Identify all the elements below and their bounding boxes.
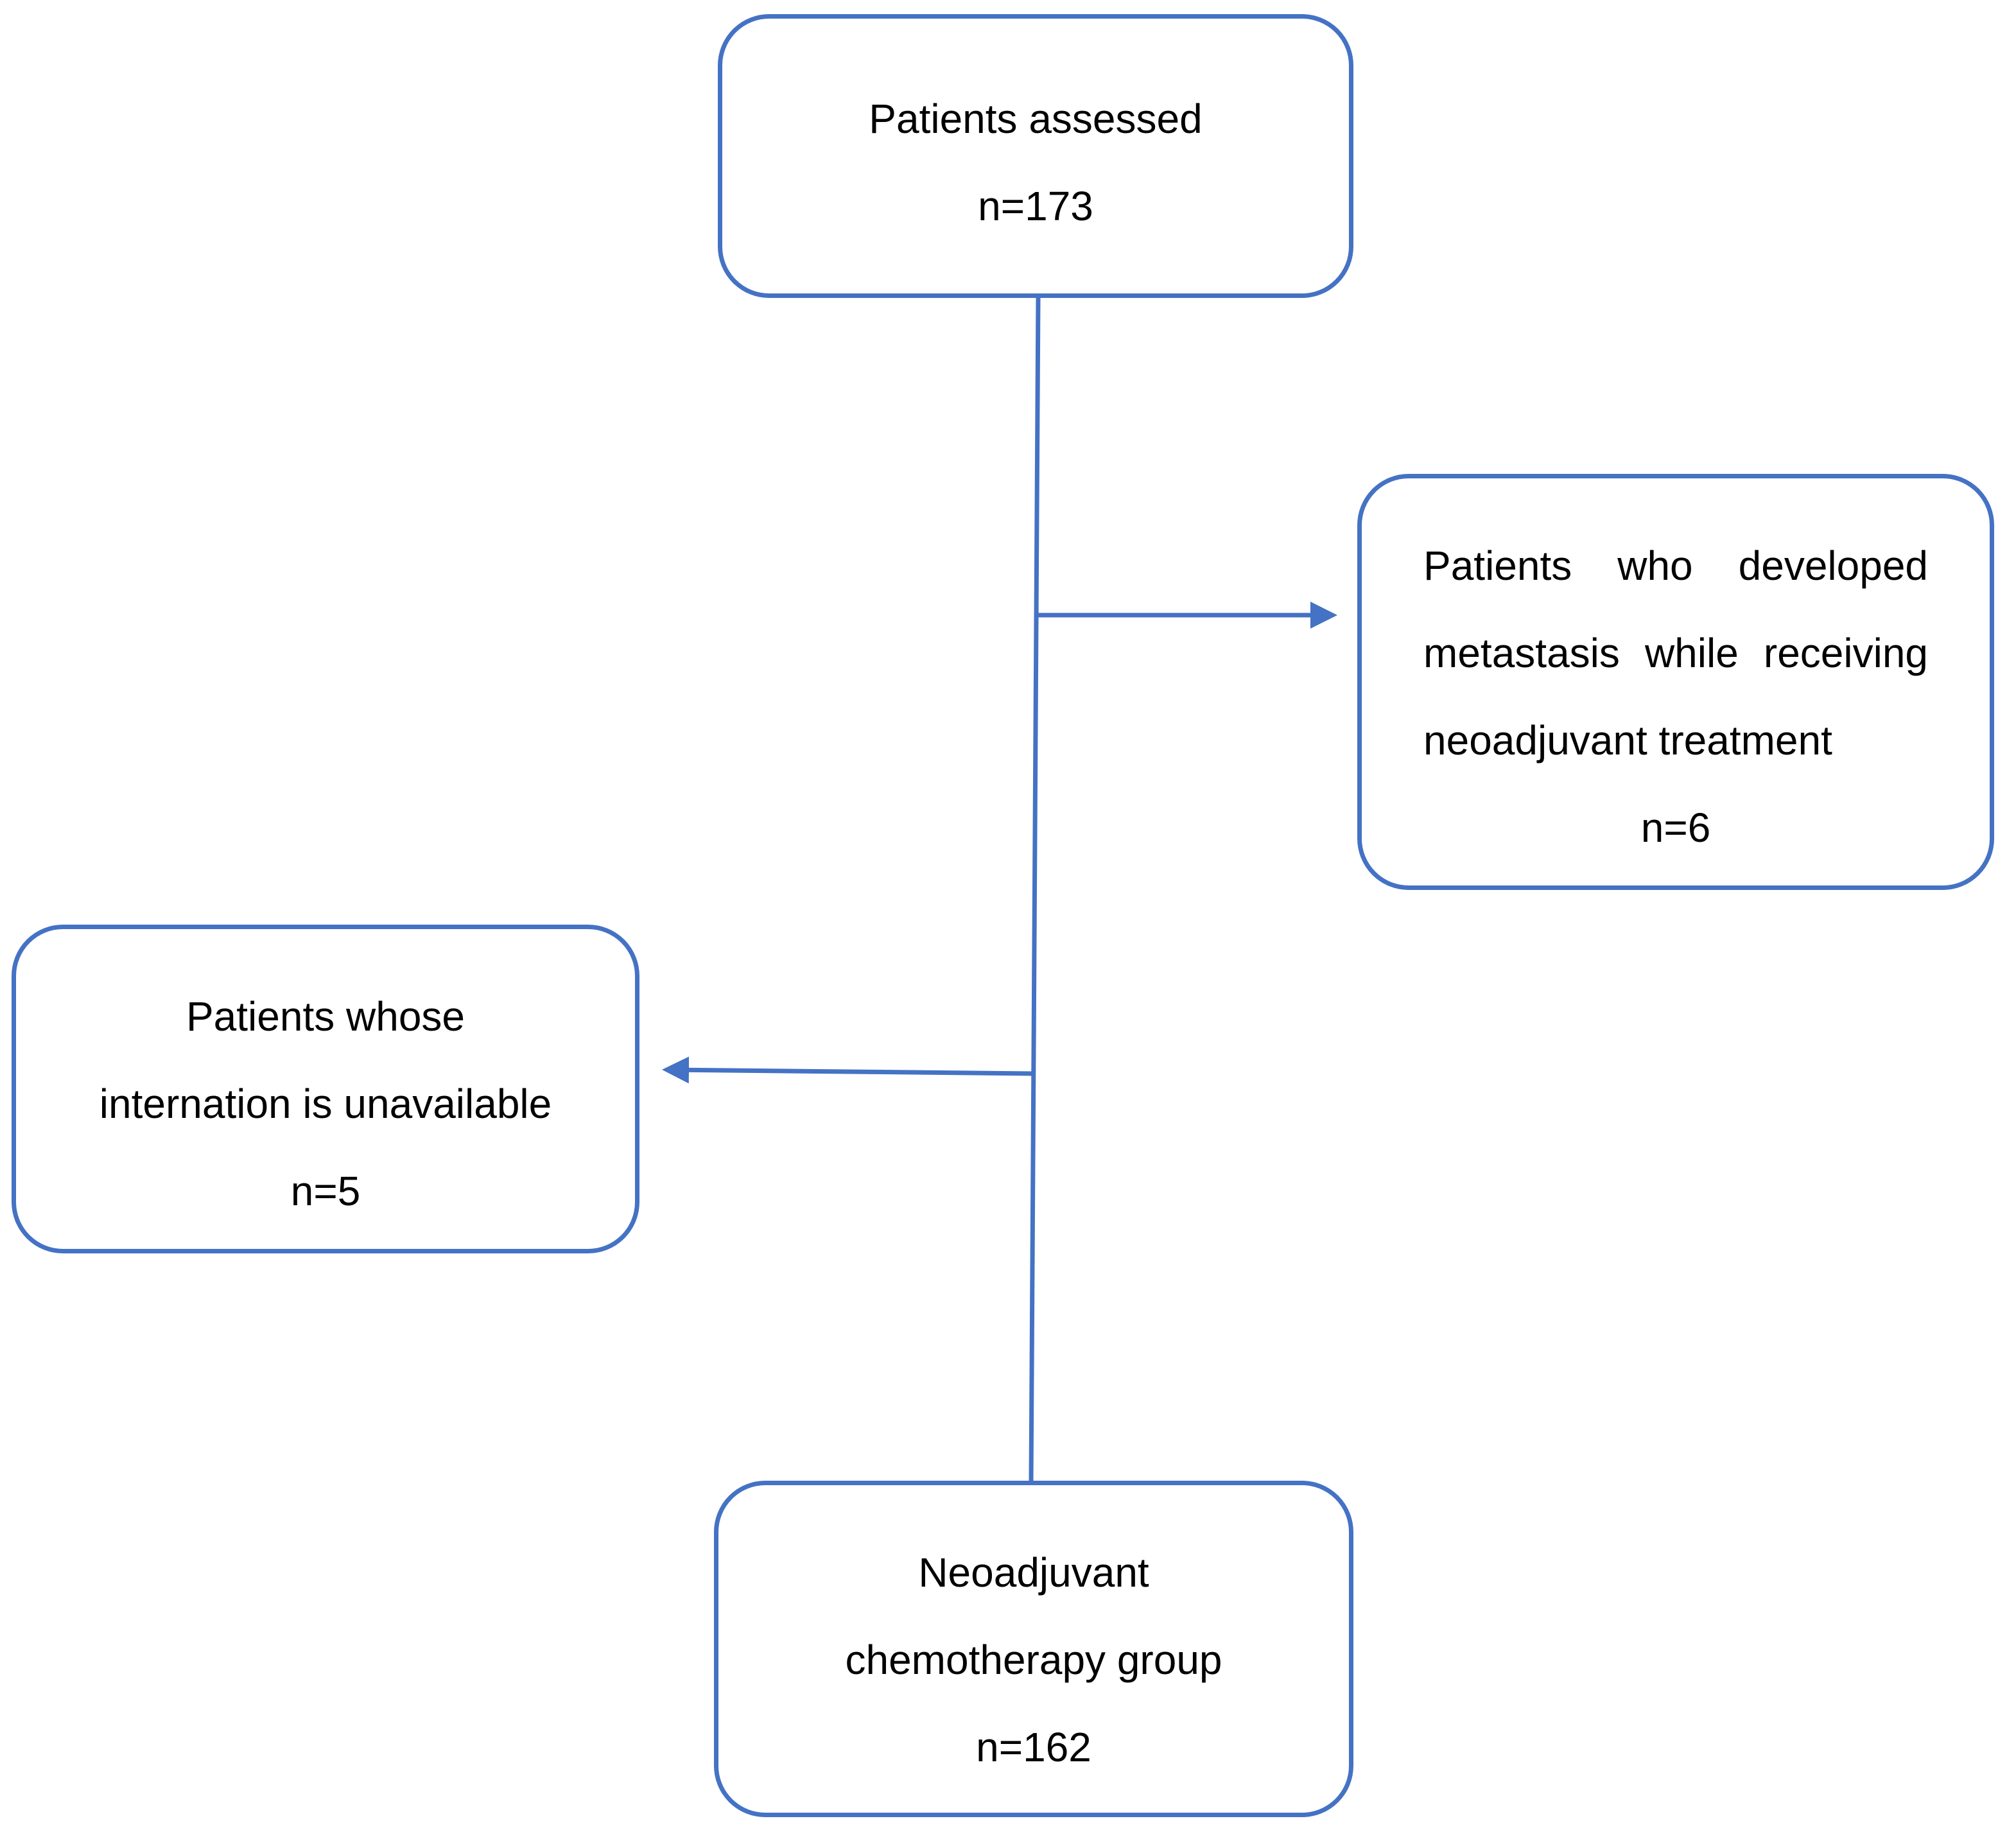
metastasis-patients-box: Patients who developed metastasis while … bbox=[1357, 474, 1994, 890]
main-flow-line bbox=[1029, 297, 1041, 1481]
metastasis-count: n=6 bbox=[1640, 805, 1711, 851]
metastasis-label-line-2: metastasis while receiving bbox=[1423, 630, 1928, 676]
chemotherapy-label-line-2: chemotherapy group bbox=[845, 1637, 1222, 1683]
patients-assessed-label: Patients assessed bbox=[869, 96, 1203, 142]
unavailable-label-line-2: internation is unavailable bbox=[99, 1081, 552, 1127]
arrow-to-unavailable-box bbox=[662, 1056, 1034, 1084]
metastasis-label-line-3: neoadjuvant treatment bbox=[1423, 717, 1832, 763]
chemotherapy-group-box: Neoadjuvant chemotherapy group n=162 bbox=[714, 1481, 1353, 1817]
patients-assessed-box: Patients assessed n=173 bbox=[718, 14, 1353, 298]
unavailable-patients-box: Patients whose internation is unavailabl… bbox=[12, 925, 639, 1253]
unavailable-label-line-1: Patients whose bbox=[186, 993, 465, 1040]
unavailable-count: n=5 bbox=[290, 1168, 361, 1214]
chemotherapy-label-line-1: Neoadjuvant bbox=[918, 1549, 1149, 1596]
chemotherapy-count: n=162 bbox=[976, 1724, 1091, 1770]
patients-assessed-count: n=173 bbox=[978, 183, 1093, 229]
metastasis-label-line-1: Patients who developed bbox=[1423, 543, 1928, 589]
